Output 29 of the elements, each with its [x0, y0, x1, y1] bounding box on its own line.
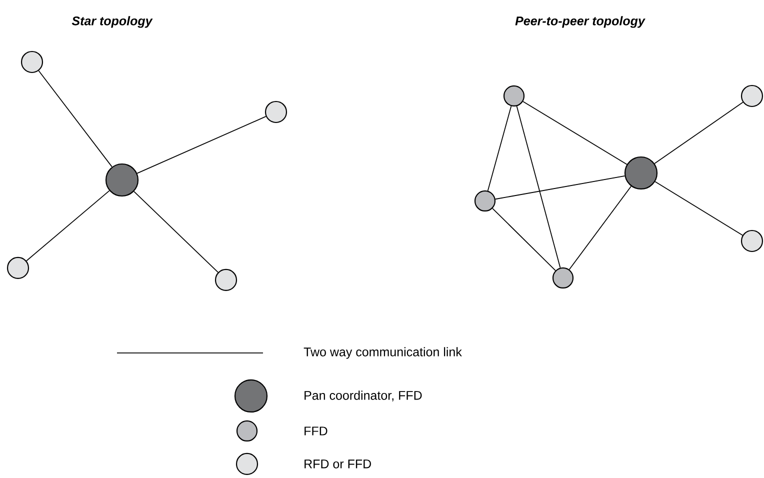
- link-line: [516, 106, 561, 268]
- rfd-node: [264, 100, 288, 124]
- ffd-node: [474, 190, 496, 212]
- link-line: [568, 186, 632, 270]
- rfd-node: [740, 84, 764, 108]
- topology-title: Star topology: [72, 16, 153, 28]
- rfd-node: [740, 230, 764, 252]
- link-line: [38, 70, 112, 168]
- link-line: [494, 175, 626, 200]
- ffd-node: [503, 85, 525, 107]
- link-line: [136, 116, 266, 174]
- coordinator-node: [624, 156, 658, 190]
- topology-title: Peer-to-peer topology: [515, 16, 646, 28]
- link-line: [133, 191, 218, 273]
- link-line: [492, 208, 556, 272]
- legend-text: Pan coordinator, FFD: [304, 390, 422, 402]
- coordinator-node: [105, 163, 139, 197]
- rfd-node: [214, 268, 238, 292]
- rfd-node: [20, 50, 44, 74]
- legend-text: Two way communication link: [304, 347, 462, 359]
- link-line: [487, 106, 512, 192]
- link-line: [654, 181, 744, 236]
- rfd-node: [6, 256, 30, 280]
- ffd-node: [552, 267, 574, 289]
- link-line: [26, 190, 110, 262]
- link-line: [654, 102, 744, 164]
- link-line: [522, 101, 628, 165]
- legend-text: FFD: [304, 426, 328, 436]
- legend-text: RFD or FFD: [304, 460, 371, 468]
